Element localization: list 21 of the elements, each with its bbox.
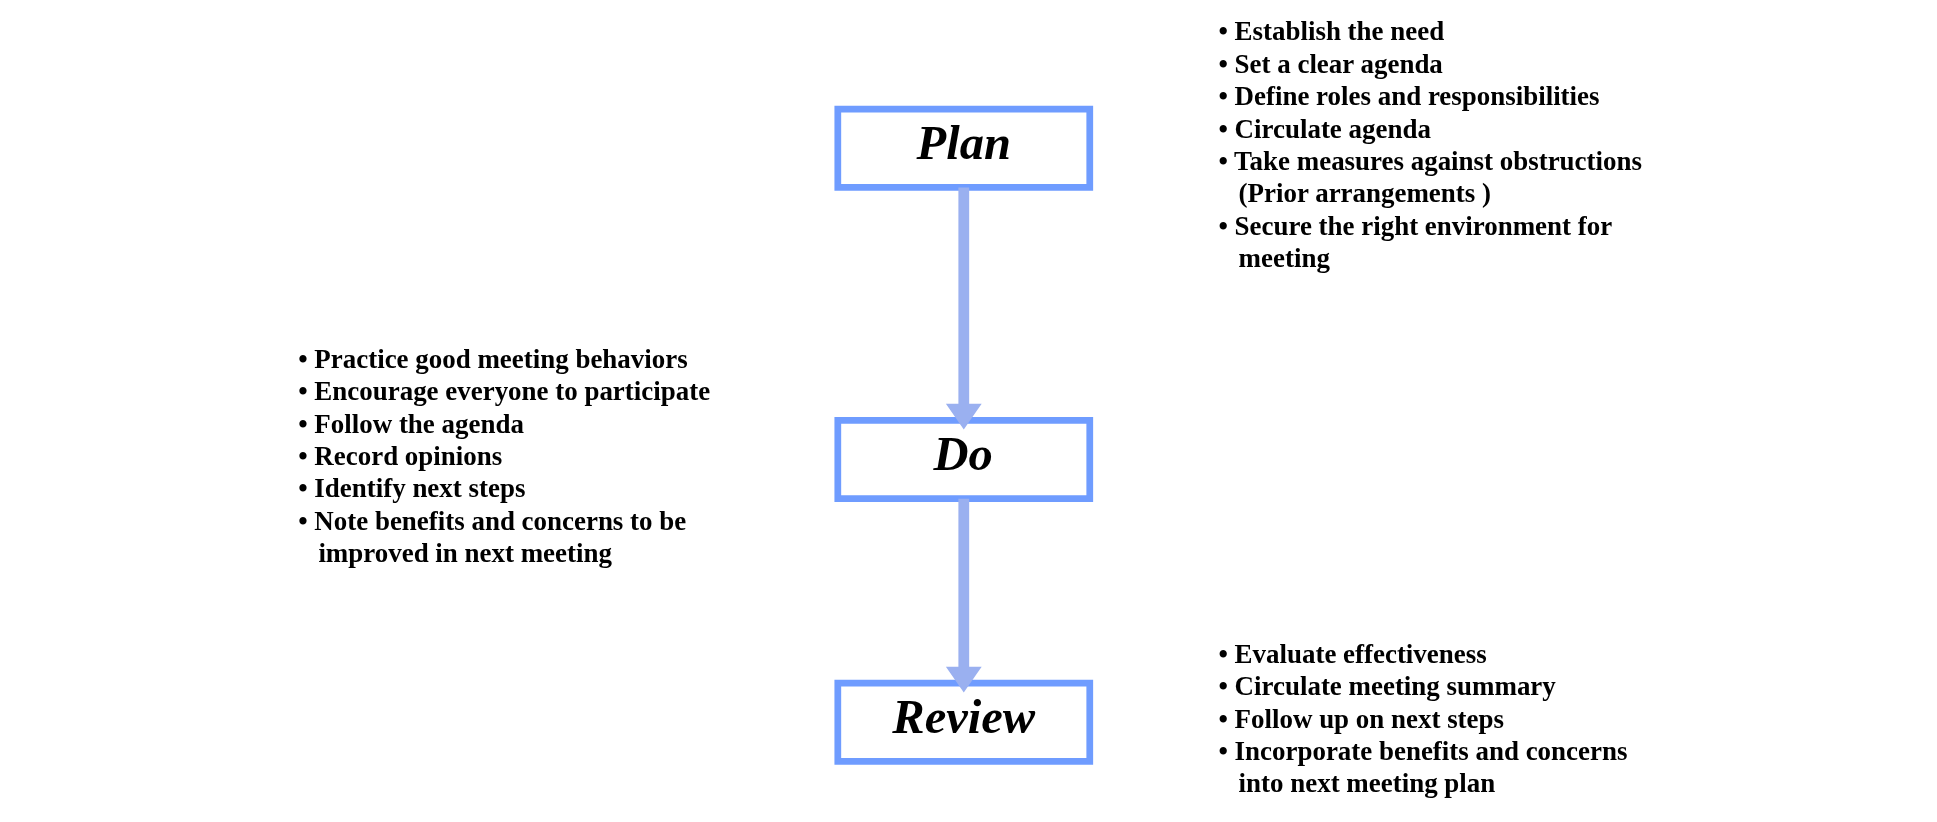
node-label: • Follow the agenda (298, 408, 524, 439)
node-label: • Follow up on next steps (1218, 703, 1505, 734)
node-label: • Record opinions (298, 440, 503, 471)
node-box: Do (834, 417, 1094, 502)
node-label: • Identify next steps (298, 473, 526, 504)
node-label: • Secure the right environment for meeting (1218, 210, 1613, 273)
node-label: • Practice good meeting behaviors (298, 343, 688, 374)
node-label: • Circulate meeting summary (1218, 671, 1556, 702)
node-label: • Circulate agenda (1218, 113, 1431, 144)
node-label: • Define roles and responsibilities (1218, 81, 1600, 112)
node-label: • Establish the need (1218, 16, 1445, 47)
node-label: • Evaluate effectiveness (1218, 638, 1487, 669)
arrow (945, 498, 982, 693)
node-box: Review (834, 679, 1094, 765)
arrow (945, 187, 982, 430)
node-box: Plan (834, 105, 1094, 191)
node-label: • Encourage everyone to participate (298, 376, 711, 407)
node-label: • Note benefits and concerns to be improved in next meeting (298, 505, 687, 568)
node-label: • Set a clear agenda (1218, 48, 1443, 79)
node-label: • Take measures against obstructions (Prior arrangements ) (1218, 145, 1642, 209)
node-label: • Incorporate benefits and concerns into next meeting plan (1218, 735, 1628, 799)
